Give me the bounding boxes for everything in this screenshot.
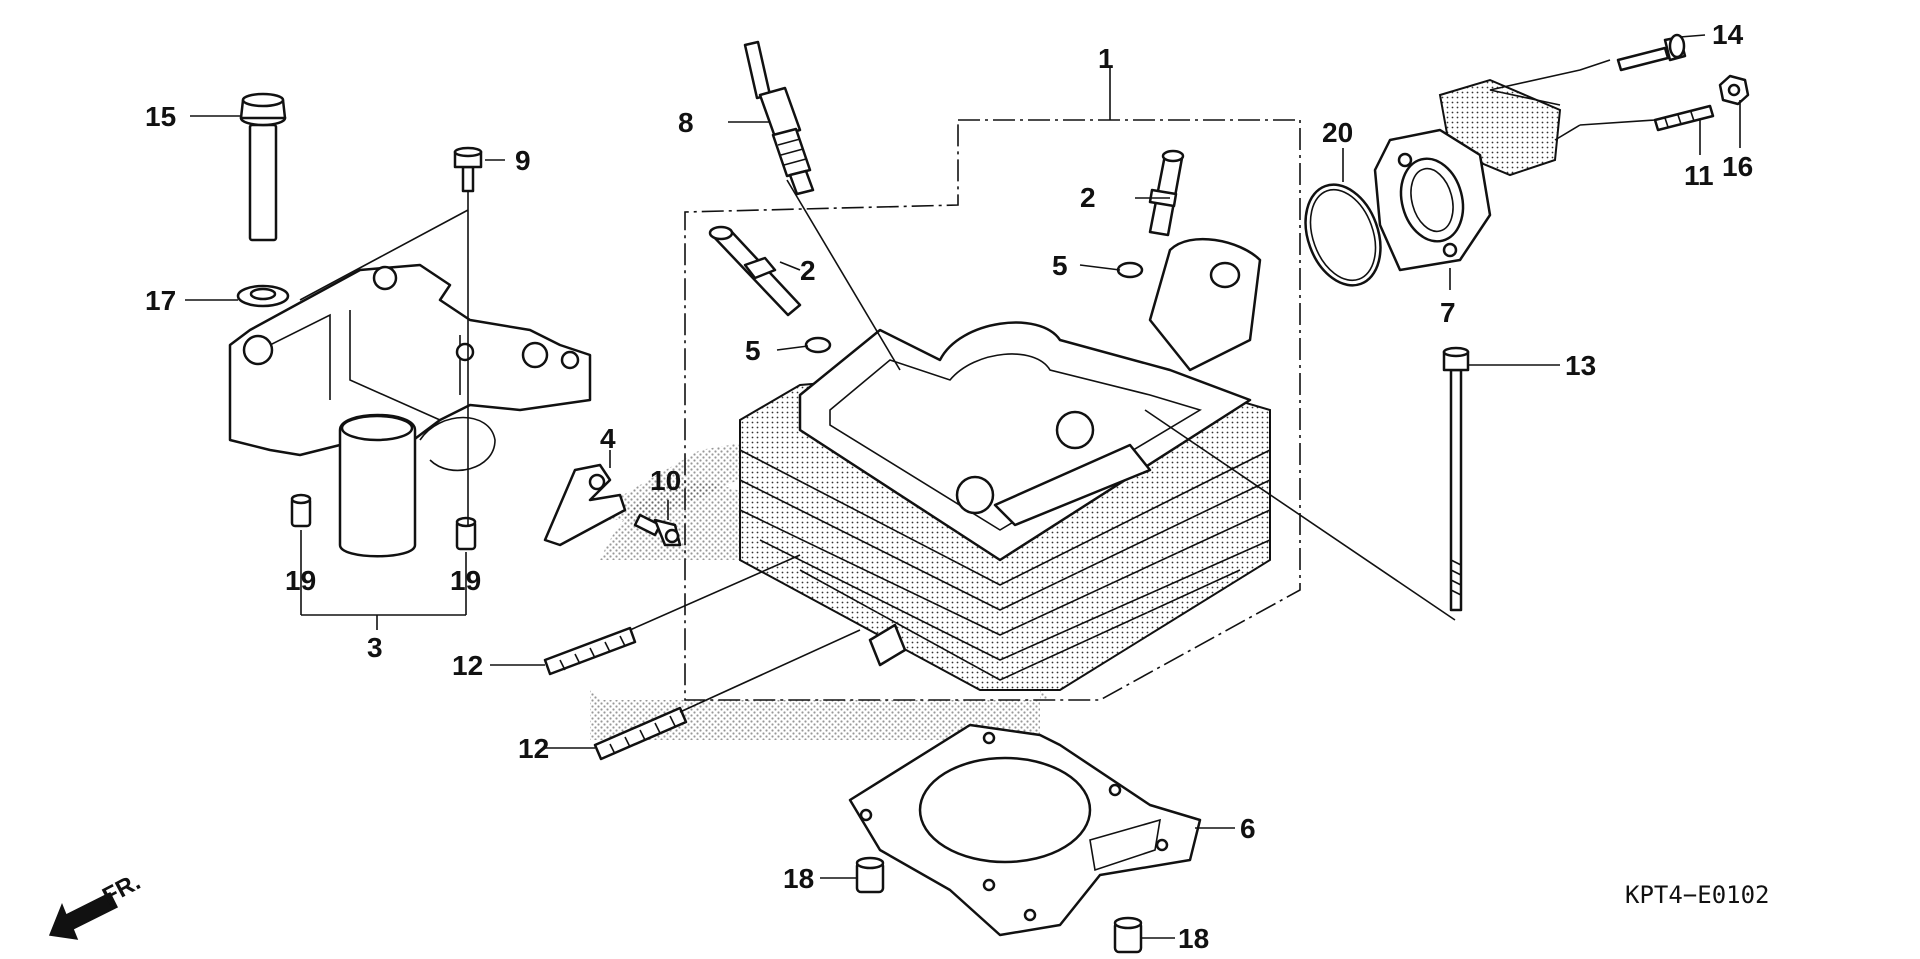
sealing-washer xyxy=(236,284,290,308)
valve-guide-right xyxy=(1148,149,1185,237)
front-direction-arrow: FR. xyxy=(48,868,145,940)
assembly-boundary xyxy=(684,119,1301,701)
callout-labels: 1 2 2 3 4 5 5 6 7 8 9 10 11 12 12 13 14 … xyxy=(145,19,1753,954)
dowel-pin-gasket-left xyxy=(855,856,885,894)
callout-8: 8 xyxy=(678,107,694,138)
callout-18-right: 18 xyxy=(1178,923,1209,954)
insulator-stud xyxy=(1653,104,1715,132)
chain-guide-stopper xyxy=(543,463,627,547)
callout-16: 16 xyxy=(1722,151,1753,182)
cylinder-head-gasket xyxy=(848,723,1202,937)
callout-20: 20 xyxy=(1322,117,1353,148)
dowel-pin-left xyxy=(290,493,312,528)
callout-2-right: 2 xyxy=(1080,182,1096,213)
dowel-pin-gasket-right xyxy=(1113,916,1143,954)
callout-5-left: 5 xyxy=(745,335,761,366)
small-bolt xyxy=(453,146,483,193)
valve-guide-clip-left xyxy=(804,336,832,354)
callout-19-right: 19 xyxy=(450,565,481,596)
flange-bolt-long xyxy=(239,92,287,242)
long-stud-bolt xyxy=(1442,346,1470,612)
callout-15: 15 xyxy=(145,101,176,132)
flange-nut xyxy=(1718,74,1750,106)
stud-bolt-upper xyxy=(543,626,637,676)
callout-6: 6 xyxy=(1240,813,1256,844)
callout-3: 3 xyxy=(367,632,383,663)
callout-7: 7 xyxy=(1440,297,1456,328)
callout-1: 1 xyxy=(1098,43,1114,74)
hex-bolt-short xyxy=(633,513,682,547)
diagram-code: KPT4−E0102 xyxy=(1625,881,1770,909)
cylinder-head xyxy=(739,237,1271,691)
callout-17: 17 xyxy=(145,285,176,316)
dowel-pin-right xyxy=(455,516,477,551)
carburetor-insulator xyxy=(1373,78,1562,272)
callout-9: 9 xyxy=(515,145,531,176)
callout-5-right: 5 xyxy=(1052,250,1068,281)
insulator-bolt xyxy=(1616,33,1687,72)
callout-12-lower: 12 xyxy=(518,733,549,764)
callout-11: 11 xyxy=(1684,160,1714,191)
callout-18-left: 18 xyxy=(783,863,814,894)
leader-lines xyxy=(185,34,1741,939)
callout-2-left: 2 xyxy=(800,255,816,286)
stud-bolt-lower xyxy=(593,706,688,761)
callout-10: 10 xyxy=(650,465,681,496)
callout-19-left: 19 xyxy=(285,565,316,596)
valve-guide-left xyxy=(708,225,802,317)
callout-14: 14 xyxy=(1712,19,1744,50)
o-ring xyxy=(1304,183,1382,287)
callout-12-upper: 12 xyxy=(452,650,483,681)
spark-plug xyxy=(743,40,815,196)
callout-4: 4 xyxy=(600,423,616,454)
rocker-arm-holder xyxy=(228,263,592,558)
callout-13: 13 xyxy=(1565,350,1596,381)
valve-guide-clip-right xyxy=(1116,261,1144,279)
